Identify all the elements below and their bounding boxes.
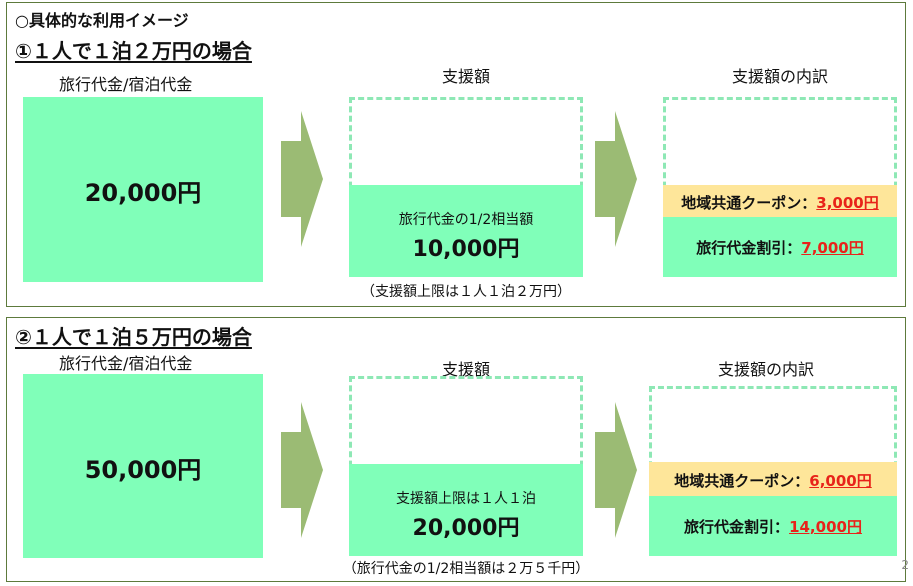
coupon-row: 地域共通クーポン：3,000円 [663,185,897,217]
support-note: （旅行代金の1/2相当額は２万５千円） [342,561,590,577]
coupon-label: 地域共通クーポン： [674,472,810,490]
discount-text: 旅行代金割引：14,000円 [649,516,897,537]
right-arrow-icon [281,402,323,538]
discount-row: 旅行代金割引：7,000円 [663,217,897,277]
support-label: 支援額 [441,67,490,86]
support-value: 10,000円 [412,237,520,262]
coupon-row: 地域共通クーポン：6,000円 [649,462,897,496]
support-value: 20,000円 [412,516,520,541]
page-number: 2 [901,558,909,572]
support-text: 旅行代金の1/2相当額 [398,212,534,228]
discount-value: 7,000円 [801,239,864,257]
discount-value: 14,000円 [789,518,862,536]
right-arrow-icon [595,402,637,538]
right-arrow-icon [281,111,323,247]
travel-cost-value: 20,000円 [84,179,202,207]
coupon-label: 地域共通クーポン： [681,194,817,212]
coupon-text: 地域共通クーポン：6,000円 [649,470,897,491]
breakdown-upper-dashed-box [663,97,897,197]
support-note: （支援額上限は１人１泊２万円） [361,284,571,300]
coupon-text: 地域共通クーポン：3,000円 [663,192,897,213]
right-arrow-icon [595,111,637,247]
travel-cost-box: 20,000円 [23,97,263,282]
discount-text: 旅行代金割引：7,000円 [663,237,897,258]
travel-cost-value: 50,000円 [84,456,202,484]
case-panel-1: ○具体的な利用イメージ ①１人で１泊２万円の場合 旅行代金/宿泊代金 20,00… [6,2,906,307]
travel-cost-box: 50,000円 [23,374,263,558]
intro-heading: ○具体的な利用イメージ [15,11,189,30]
breakdown-label: 支援額の内訳 [731,67,828,86]
travel-cost-label: 旅行代金/宿泊代金 [59,75,193,94]
coupon-value: 3,000円 [816,194,879,212]
discount-label: 旅行代金割引： [696,239,802,257]
travel-cost-label: 旅行代金/宿泊代金 [59,354,193,373]
coupon-value: 6,000円 [809,472,872,490]
support-box: 旅行代金の1/2相当額 10,000円 [349,185,583,277]
breakdown-label: 支援額の内訳 [717,360,814,379]
discount-label: 旅行代金割引： [684,518,790,536]
support-upper-dashed-box [349,376,583,476]
case-2-title: ②１人で１泊５万円の場合 [15,325,252,349]
support-label: 支援額 [441,360,490,379]
support-text: 支援額上限は１人１泊 [396,491,536,507]
case-1-title: ①１人で１泊２万円の場合 [15,39,252,63]
discount-row: 旅行代金割引：14,000円 [649,496,897,556]
case-panel-2: ②１人で１泊５万円の場合 旅行代金/宿泊代金 50,000円 支援額 支援額上限… [6,317,906,582]
support-upper-dashed-box [349,97,583,197]
support-box: 支援額上限は１人１泊 20,000円 [349,464,583,556]
